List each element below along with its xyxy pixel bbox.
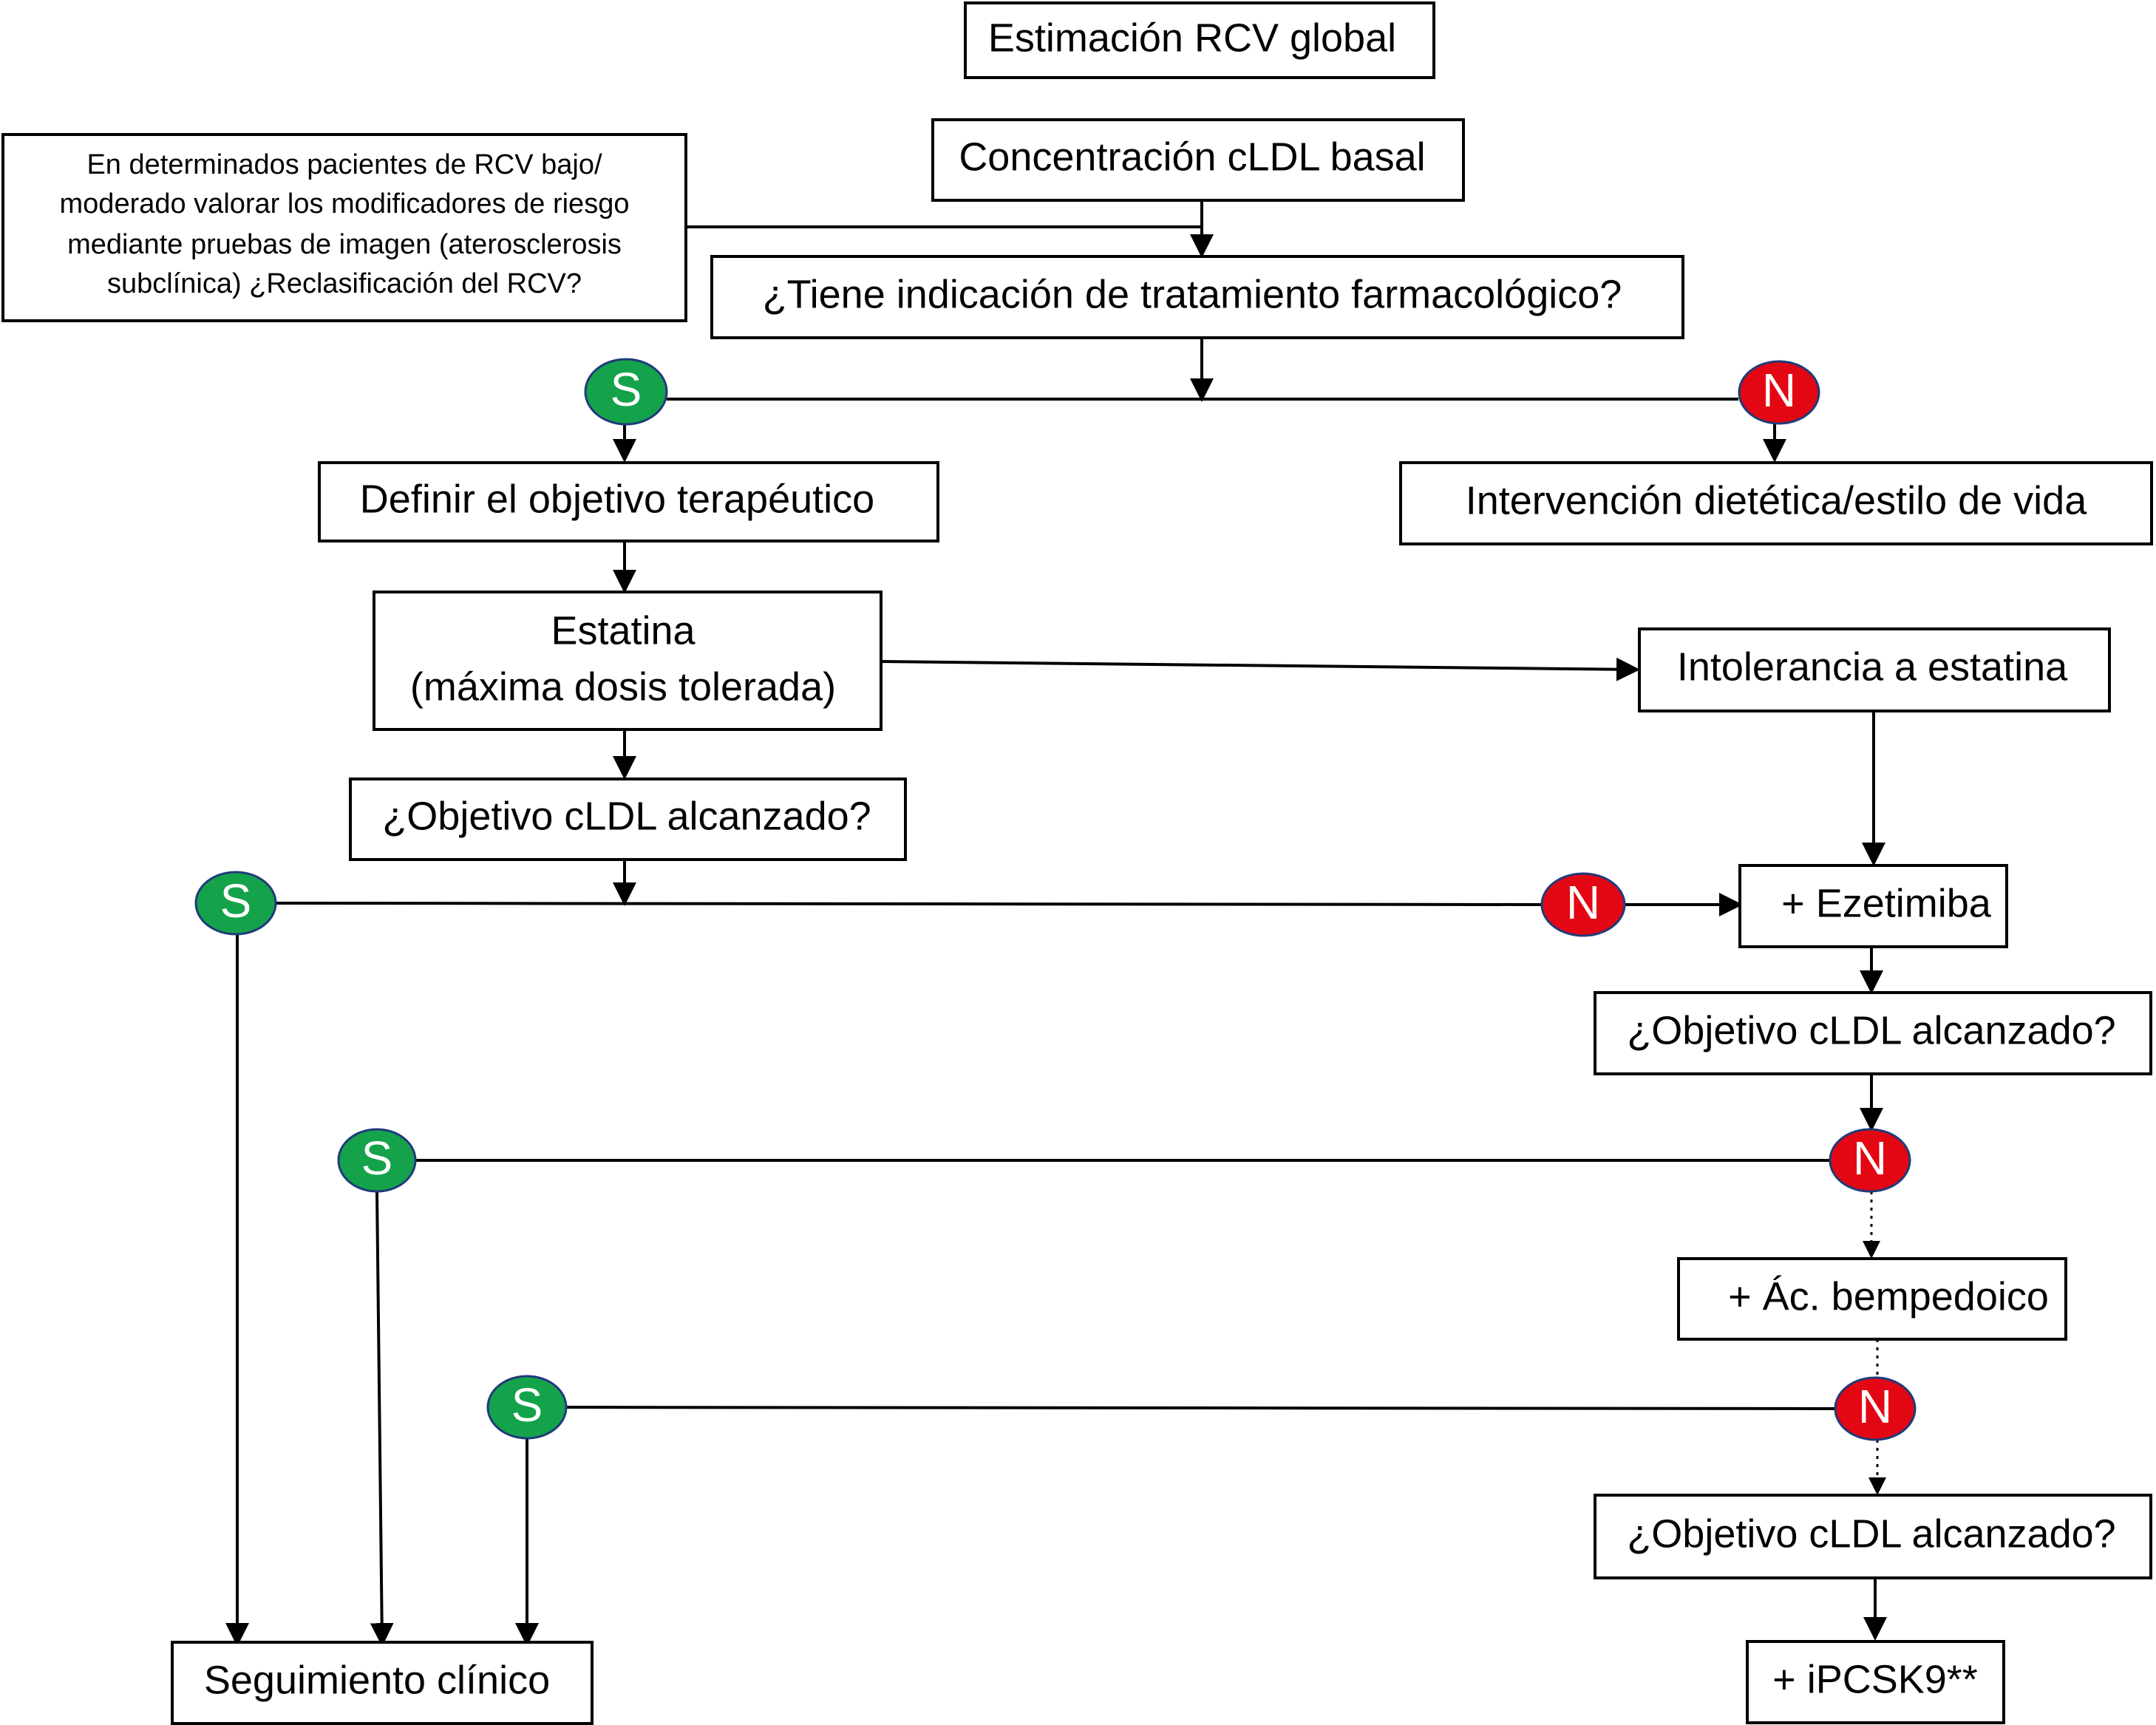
node-estatina: Estatina (máxima dosis tolerada) xyxy=(373,591,883,731)
node-objetivo2: ¿Objetivo cLDL alcanzado? xyxy=(1594,991,2152,1075)
svg-text:S: S xyxy=(611,363,642,416)
badge-yes-4: S xyxy=(486,1375,568,1440)
svg-text:S: S xyxy=(511,1378,543,1432)
badge-no-1: N xyxy=(1738,360,1820,425)
badge-no-4: N xyxy=(1834,1376,1917,1441)
badge-yes-1: S xyxy=(584,358,668,426)
svg-text:N: N xyxy=(1566,876,1600,929)
edge-estatina-to-intolerancia xyxy=(880,657,1640,681)
node-nota-line-3: mediante pruebas de imagen (ateroscleros… xyxy=(67,229,622,260)
node-estatina-line-2: (máxima dosis tolerada) xyxy=(410,664,836,709)
edge-split-horizontal-2 xyxy=(274,902,1543,906)
node-intolerancia-label: Intolerancia a estatina xyxy=(1677,644,2068,689)
node-ezetimiba: + Ezetimiba xyxy=(1738,864,2008,948)
node-objetivo1-label: ¿Objetivo cLDL alcanzado? xyxy=(382,794,871,838)
node-objetivo3: ¿Objetivo cLDL alcanzado? xyxy=(1594,1494,2152,1579)
node-estimacion: Estimación RCV global xyxy=(964,1,1435,79)
svg-text:S: S xyxy=(361,1132,393,1185)
node-nota-line-4: subclínica) ¿Reclasificación del RCV? xyxy=(107,268,582,299)
node-indicacion-label: ¿Tiene indicación de tratamiento farmaco… xyxy=(763,272,1622,316)
edge-split-horizontal-4 xyxy=(526,1406,1835,1410)
node-estimacion-label: Estimación RCV global xyxy=(988,16,1396,60)
node-definir-label: Definir el objetivo terapéutico xyxy=(360,477,874,521)
connectors xyxy=(225,200,1887,1647)
node-nota-line-2: moderado valorar los modificadores de ri… xyxy=(60,188,630,220)
node-nota: En determinados pacientes de RCV bajo/ m… xyxy=(1,133,687,322)
badge-no-2: N xyxy=(1540,872,1626,937)
node-intervencion-label: Intervención dietética/estilo de vida xyxy=(1466,478,2087,523)
node-ipcsk9: + iPCSK9** xyxy=(1746,1640,2005,1724)
svg-text:N: N xyxy=(1762,364,1796,417)
node-objetivo3-label: ¿Objetivo cLDL alcanzado? xyxy=(1627,1511,2115,1556)
node-ezetimiba-label: + Ezetimiba xyxy=(1781,881,1992,925)
node-seguimiento-label: Seguimiento clínico xyxy=(204,1658,550,1702)
edge-s3-to-seguimiento xyxy=(370,1191,394,1647)
node-bempedoico: + Ác. bempedoico xyxy=(1677,1257,2067,1341)
node-definir: Definir el objetivo terapéutico xyxy=(318,461,939,542)
node-objetivo1: ¿Objetivo cLDL alcanzado? xyxy=(349,778,907,861)
node-estatina-line-1: Estatina xyxy=(551,608,696,653)
node-concentracion: Concentración cLDL basal xyxy=(931,118,1465,202)
node-intervencion: Intervención dietética/estilo de vida xyxy=(1399,461,2153,545)
node-nota-line-1: En determinados pacientes de RCV bajo/ xyxy=(86,149,602,180)
node-indicacion: ¿Tiene indicación de tratamiento farmaco… xyxy=(710,255,1684,339)
node-intolerancia: Intolerancia a estatina xyxy=(1638,627,2111,712)
svg-text:N: N xyxy=(1853,1132,1887,1185)
node-seguimiento: Seguimiento clínico xyxy=(171,1641,594,1725)
badge-yes-3: S xyxy=(337,1128,417,1193)
node-ipcsk9-label: + iPCSK9** xyxy=(1772,1657,1978,1701)
svg-text:N: N xyxy=(1858,1380,1892,1433)
badge-no-3: N xyxy=(1829,1128,1911,1193)
svg-text:S: S xyxy=(220,874,252,928)
node-bempedoico-label: + Ác. bempedoico xyxy=(1728,1274,2049,1319)
badge-yes-2: S xyxy=(194,871,277,936)
node-concentracion-label: Concentración cLDL basal xyxy=(959,135,1425,179)
node-objetivo2-label: ¿Objetivo cLDL alcanzado? xyxy=(1627,1008,2115,1052)
